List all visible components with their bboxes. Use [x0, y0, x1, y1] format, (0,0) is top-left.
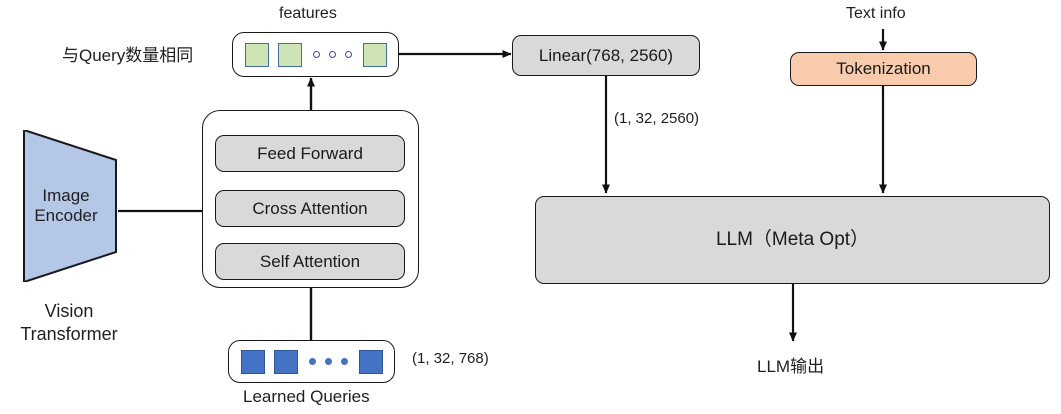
features-capsule[interactable] [232, 32, 399, 77]
ellipsis-dot-icon [324, 358, 332, 365]
llm-output-label: LLM输出 [757, 357, 825, 376]
query-token-square [240, 349, 265, 374]
self-attention-node[interactable]: Self Attention [215, 243, 405, 280]
feature-token-square [277, 42, 302, 67]
feed-forward-node[interactable]: Feed Forward [215, 135, 405, 172]
ellipsis-dot-icon [328, 51, 336, 58]
linear-node[interactable]: Linear(768, 2560) [512, 35, 700, 76]
query-count-note-label: 与Query数量相同 [62, 46, 194, 65]
learned-queries-capsule[interactable] [228, 340, 395, 383]
llm-node[interactable]: LLM（Meta Opt） [535, 196, 1050, 284]
tokenization-node[interactable]: Tokenization [790, 52, 977, 86]
query-token-ellipsis [307, 358, 350, 365]
cross-attention-node[interactable]: Cross Attention [215, 190, 405, 227]
feature-token-square [244, 42, 269, 67]
query-shape-label: (1, 32, 768) [412, 350, 489, 367]
feature-token-ellipsis [311, 51, 354, 58]
features-label: features [279, 5, 337, 22]
query-token-square [273, 349, 298, 374]
ellipsis-dot-icon [344, 51, 352, 58]
vision-transformer-caption-line2: Transformer [20, 324, 118, 345]
ellipsis-dot-icon [312, 51, 320, 58]
linear-output-shape-label: (1, 32, 2560) [614, 110, 700, 127]
learned-queries-label: Learned Queries [243, 387, 370, 406]
query-token-square [358, 349, 383, 374]
vision-transformer-caption-line1: Vision [44, 301, 94, 321]
ellipsis-dot-icon [340, 358, 348, 365]
text-info-label: Text info [846, 5, 906, 22]
query-token-strip [229, 341, 394, 382]
feature-token-strip [233, 33, 398, 76]
image-encoder-node[interactable]: Image Encoder [14, 130, 118, 282]
vision-transformer-caption: Vision Transformer [4, 300, 134, 347]
image-encoder-shape [23, 130, 117, 282]
ellipsis-dot-icon [308, 358, 316, 365]
feature-token-square [362, 42, 387, 67]
